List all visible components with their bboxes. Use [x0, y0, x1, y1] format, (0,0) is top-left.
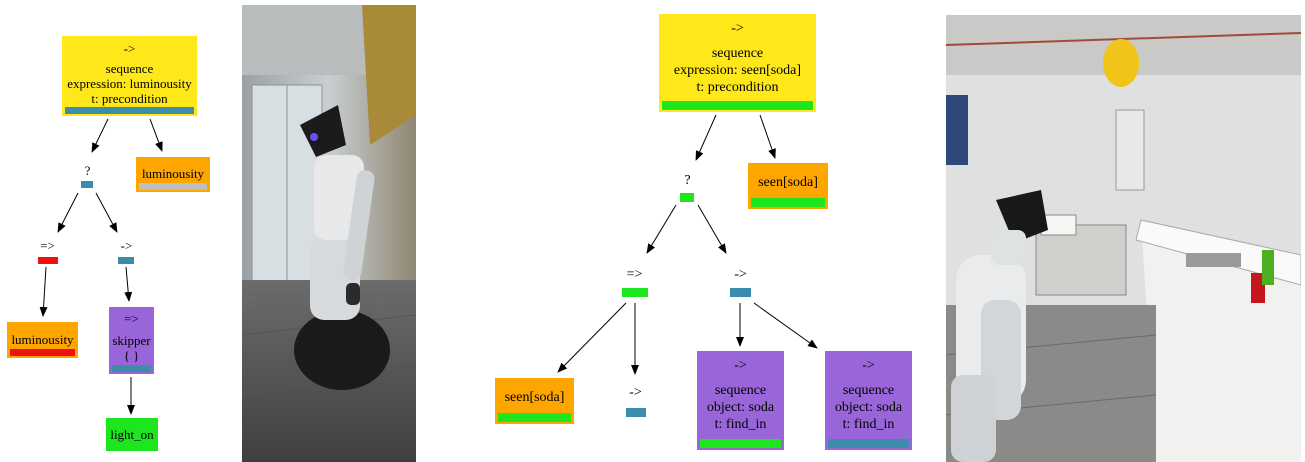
robot-in-hallway-photo	[242, 5, 416, 462]
photo-illustration	[242, 5, 416, 462]
status-bar	[65, 107, 194, 114]
edge-seq-find2	[753, 302, 818, 349]
behavior-tree-luminousity: -> sequence expression: luminousity t: p…	[0, 0, 240, 462]
tree1-action-node: light_on	[106, 418, 158, 451]
robot-in-kitchen-photo	[946, 15, 1301, 462]
tree2-parallel-node: =>	[626, 267, 643, 282]
edge-seq-skipper	[124, 266, 133, 302]
tree2-leaf-condition-node: seen[soda]	[495, 378, 574, 424]
node-name: seen[soda]	[504, 390, 565, 405]
tree2-find-node-1: -> sequence object: soda t: find_in	[697, 351, 784, 450]
status-bar	[700, 439, 781, 448]
tree2-parallel-status	[622, 288, 648, 297]
tree1-skipper-node: => skipper { }	[109, 307, 154, 374]
tree2-empty-sequence-node: ->	[629, 385, 642, 400]
tree1-leaf-condition-node: luminousity	[7, 322, 78, 358]
tree2-sequence-status	[730, 288, 751, 297]
node-expression: expression: seen[soda]	[673, 63, 802, 78]
tree2-sequence-node: ->	[734, 267, 747, 282]
node-t: t: find_in	[714, 417, 767, 432]
tree1-parallel-status	[38, 257, 58, 264]
node-expression: expression: luminousity	[67, 76, 192, 91]
node-t: t: precondition	[91, 91, 168, 106]
node-type: =>	[124, 311, 139, 326]
status-bar	[498, 413, 571, 422]
node-name: skipper	[112, 333, 151, 348]
edge-parallel-cond	[557, 302, 627, 373]
edge-root-fallback	[91, 118, 109, 153]
status-bar	[828, 439, 909, 448]
node-name: sequence	[105, 61, 154, 76]
node-name: sequence	[842, 383, 895, 398]
node-name: sequence	[711, 46, 764, 61]
status-bar	[662, 101, 813, 110]
edge-parallel-cond	[39, 266, 48, 317]
node-name: light_on	[110, 427, 154, 442]
edge-fallback-parallel	[57, 192, 79, 233]
photo-illustration	[946, 15, 1301, 462]
node-name: luminousity	[11, 332, 74, 347]
tree2-condition-node: seen[soda]	[748, 163, 828, 209]
tree1-condition-node: luminousity	[136, 157, 210, 192]
status-bar	[10, 349, 75, 356]
status-bar	[112, 365, 151, 372]
node-t: t: find_in	[842, 417, 895, 432]
tree1-edges	[39, 118, 163, 415]
node-t: t: precondition	[696, 80, 779, 95]
node-type: ->	[123, 41, 136, 56]
tree1-fallback-node: ?	[84, 163, 91, 178]
tree1-sequence-status	[118, 257, 134, 264]
status-bar	[751, 198, 825, 207]
tree1-root-sequence-node: -> sequence expression: luminousity t: p…	[62, 36, 197, 116]
node-name: luminousity	[141, 166, 205, 181]
node-name: seen[soda]	[758, 175, 818, 190]
tree1-fallback-status	[81, 181, 93, 188]
tree1-sequence-node: ->	[120, 238, 133, 253]
node-type: ->	[731, 21, 744, 36]
node-args: { }	[123, 348, 140, 363]
edge-fallback-seq	[95, 192, 118, 233]
node-type: ->	[734, 358, 747, 373]
edge-root-fallback	[695, 114, 717, 161]
edge-root-cond	[759, 114, 776, 159]
edge-fallback-parallel	[646, 204, 677, 254]
edge-root-cond	[149, 118, 163, 152]
behavior-tree-seen-soda: -> sequence expression: seen[soda] t: pr…	[480, 0, 940, 462]
tree2-fallback-node: ?	[684, 173, 691, 188]
tree2-fallback-status	[680, 193, 694, 202]
status-bar	[139, 183, 207, 190]
tree2-edges	[557, 114, 818, 375]
node-object: object: soda	[834, 400, 903, 415]
node-object: object: soda	[706, 400, 775, 415]
node-name: sequence	[714, 383, 767, 398]
tree2-empty-sequence-status	[626, 408, 646, 417]
tree2-find-node-2: -> sequence object: soda t: find_in	[825, 351, 912, 450]
tree2-root-sequence-node: -> sequence expression: seen[soda] t: pr…	[659, 14, 816, 112]
edge-fallback-seq	[697, 204, 727, 254]
node-type: ->	[862, 358, 875, 373]
tree1-parallel-node: =>	[40, 238, 55, 253]
